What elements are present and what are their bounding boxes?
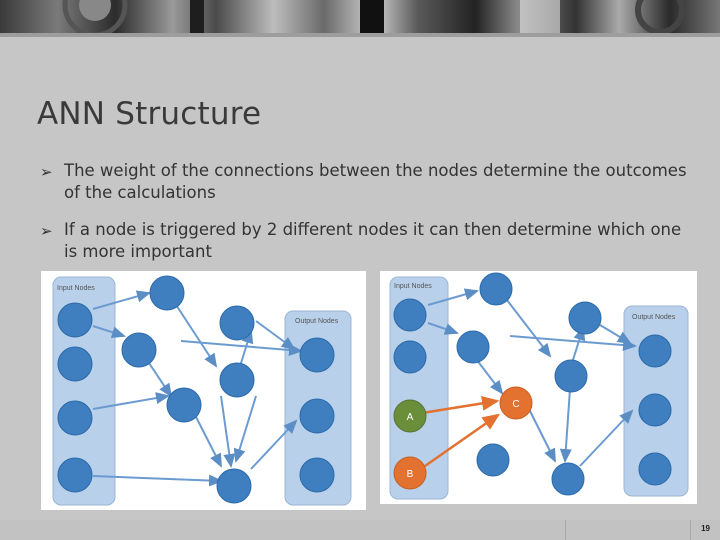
input-node-1 — [57, 302, 93, 338]
hidden-node-3 — [568, 301, 602, 335]
output-node-1 — [638, 334, 672, 368]
hidden-node-4 — [554, 359, 588, 393]
nodes — [393, 272, 672, 496]
hidden-node-5 — [476, 443, 510, 477]
input-panel — [389, 276, 449, 500]
output-nodes-label: Output Nodes — [295, 318, 339, 325]
input-node-4 — [57, 457, 93, 493]
input-nodes-label: Input Nodes — [394, 283, 432, 290]
bullet-text: The weight of the connections between th… — [64, 161, 687, 202]
bullet-item: ➢ The weight of the connections between … — [40, 160, 690, 204]
node-b — [393, 456, 427, 490]
output-nodes-label: Output Nodes — [632, 314, 676, 321]
hidden-node-3 — [219, 305, 255, 341]
output-node-2 — [299, 398, 335, 434]
header-banner — [0, 0, 720, 33]
page-number: 19 — [701, 524, 710, 533]
node-a-label: A — [407, 412, 414, 423]
bullet-text: If a node is triggered by 2 different no… — [64, 220, 682, 261]
connections — [427, 288, 637, 467]
nodes — [57, 275, 335, 504]
footer-segment — [690, 520, 720, 540]
node-b-label: B — [407, 469, 414, 480]
hidden-node-4 — [219, 362, 255, 398]
footer-segment — [565, 520, 691, 540]
slide-title: ANN Structure — [37, 96, 262, 132]
hidden-node-6 — [216, 468, 252, 504]
bullet-list: ➢ The weight of the connections between … — [40, 160, 690, 278]
output-node-2 — [638, 393, 672, 427]
bullet-item: ➢ If a node is triggered by 2 different … — [40, 219, 690, 263]
hidden-node-1 — [479, 272, 513, 306]
hidden-node-2 — [456, 330, 490, 364]
node-c-label: C — [512, 399, 519, 410]
footer-bar — [0, 520, 720, 540]
hidden-node-2 — [121, 332, 157, 368]
input-node-3 — [57, 400, 93, 436]
input-node-1 — [393, 298, 427, 332]
input-node-2 — [57, 346, 93, 382]
node-c — [499, 386, 533, 420]
input-nodes-label: Input Nodes — [57, 285, 95, 292]
hidden-node-6 — [551, 462, 585, 496]
highlight-connections — [421, 395, 501, 468]
banner-texture — [62, 0, 685, 33]
hidden-node-1 — [149, 275, 185, 311]
input-node-2 — [393, 340, 427, 374]
connections — [92, 290, 303, 487]
network-diagram-left: Input Nodes Output Nodes — [41, 271, 366, 510]
banner-divider — [0, 33, 720, 37]
hidden-node-5 — [166, 387, 202, 423]
output-node-3 — [299, 457, 335, 493]
output-node-3 — [638, 452, 672, 486]
node-a — [393, 399, 427, 433]
footer-segment — [0, 520, 565, 540]
arrow-bullet-icon: ➢ — [40, 222, 53, 240]
arrow-bullet-icon: ➢ — [40, 163, 53, 181]
output-node-1 — [299, 337, 335, 373]
network-diagram-right: Input Nodes Output Nodes — [380, 271, 697, 504]
